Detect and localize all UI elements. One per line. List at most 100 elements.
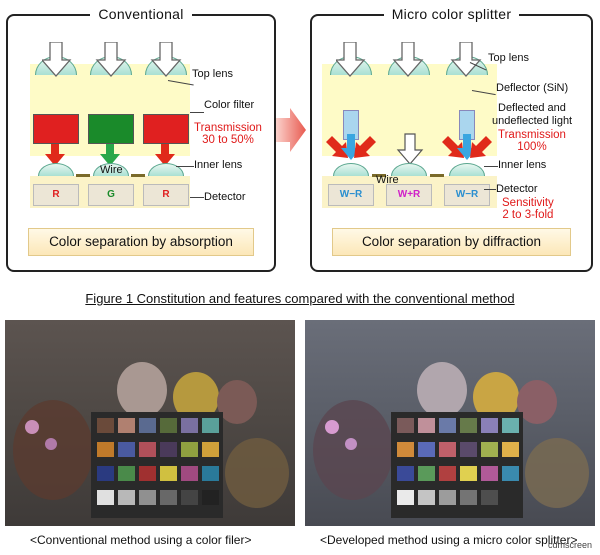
- color-checker-patch: [481, 466, 498, 481]
- color-checker-patch: [439, 490, 456, 505]
- color-checker-patch: [181, 442, 198, 457]
- color-filter-label: Color filter: [204, 99, 255, 111]
- color-checker-patch: [397, 490, 414, 505]
- leader-line: [484, 166, 498, 167]
- flower-pot-shape: [225, 438, 289, 508]
- transmission-value: 30 to 50%: [202, 134, 254, 146]
- color-checker-patch: [502, 466, 519, 481]
- detector-label: Detector: [496, 183, 538, 195]
- color-checker-patch: [97, 466, 114, 481]
- color-checker-patch: [481, 490, 498, 505]
- doll-toy-shape: [117, 362, 167, 418]
- color-checker-patch: [160, 418, 177, 433]
- absorption-caption: Color separation by absorption: [28, 228, 254, 256]
- color-checker-patch: [481, 442, 498, 457]
- detector-label: Detector: [204, 191, 246, 203]
- transmission-title: Transmission: [498, 129, 566, 141]
- conventional-photo-caption: <Conventional method using a color filer…: [30, 533, 252, 547]
- color-checker-patch: [460, 418, 477, 433]
- color-checker-patch: [502, 418, 519, 433]
- conventional-diagram: R G R: [30, 42, 190, 208]
- conventional-title: Conventional: [90, 6, 192, 22]
- color-checker-patch: [460, 442, 477, 457]
- color-checker-patch: [202, 466, 219, 481]
- color-checker-patch: [97, 418, 114, 433]
- inner-lens-label: Inner lens: [194, 159, 243, 171]
- color-checker-board: [91, 412, 223, 518]
- color-checker-patch: [97, 442, 114, 457]
- micro-splitter-title-wrap: Micro color splitter: [312, 6, 591, 24]
- filtered-light-arrows: [45, 144, 175, 166]
- color-checker-patch: [418, 490, 435, 505]
- color-checker-patch: [439, 466, 456, 481]
- color-checker-patch: [202, 490, 219, 505]
- micro-splitter-panel: Micro color splitter: [310, 6, 593, 272]
- incoming-light-arrows: [42, 42, 182, 77]
- flower-shape: [345, 438, 357, 450]
- color-checker-patch: [139, 418, 156, 433]
- green-color-filter: [88, 114, 134, 144]
- detector-cell-r: R: [143, 184, 189, 206]
- flower-shape: [325, 420, 339, 434]
- wire-label: Wire: [376, 174, 399, 186]
- conventional-method-photo: [5, 320, 295, 526]
- sensitivity-label: Sensitivity 2 to 3-fold: [502, 197, 554, 221]
- wire-shape: [430, 174, 444, 177]
- incoming-light-arrows: [336, 42, 482, 77]
- color-checker-patch: [181, 418, 198, 433]
- transmission-value: 100%: [517, 141, 547, 153]
- clown-toy-shape: [217, 380, 257, 424]
- deflected-light-label-2: undeflected light: [492, 115, 573, 127]
- color-checker-patch: [181, 466, 198, 481]
- detector-cell-g: G: [88, 184, 134, 206]
- flower-shape: [25, 420, 39, 434]
- transmission-title: Transmission: [194, 122, 262, 134]
- red-color-filter: [143, 114, 189, 144]
- color-checker-patch: [118, 466, 135, 481]
- top-lens-label: Top lens: [488, 52, 529, 64]
- color-checker-patch: [397, 442, 414, 457]
- color-checker-patch: [418, 466, 435, 481]
- leader-line: [190, 112, 204, 113]
- detector-cell-w-minus-r: W−R: [328, 184, 374, 206]
- color-checker-patch: [139, 442, 156, 457]
- flower-basket-shape: [313, 400, 393, 500]
- color-checker-patch: [202, 418, 219, 433]
- color-checker-patch: [139, 490, 156, 505]
- color-checker-patch: [160, 442, 177, 457]
- wire-label: Wire: [100, 164, 123, 176]
- deflected-light-label-1: Deflected and: [498, 102, 566, 114]
- doll-toy-shape: [417, 362, 467, 418]
- leader-line: [176, 166, 194, 167]
- color-checker-patch: [397, 418, 414, 433]
- color-checker-patch: [118, 418, 135, 433]
- figure-caption: Figure 1 Constitution and features compa…: [85, 291, 515, 306]
- color-checker-patch: [460, 466, 477, 481]
- leader-line: [190, 197, 204, 198]
- color-checker-patch: [97, 490, 114, 505]
- color-checker-patch: [418, 442, 435, 457]
- color-checker-patch: [397, 466, 414, 481]
- color-checker-patch: [502, 442, 519, 457]
- flower-basket-shape: [13, 400, 93, 500]
- detector-cell-w-minus-r: W−R: [444, 184, 490, 206]
- detector-cell-r: R: [33, 184, 79, 206]
- color-checker-patch: [460, 490, 477, 505]
- wire-shape: [131, 174, 145, 177]
- red-color-filter: [33, 114, 79, 144]
- micro-splitter-method-photo: [305, 320, 595, 526]
- color-checker-patch: [481, 418, 498, 433]
- split-light-arrows: [326, 133, 492, 165]
- micro-splitter-title: Micro color splitter: [383, 6, 520, 22]
- transmission-label: Transmission 30 to 50%: [194, 122, 262, 146]
- color-checker-patch: [118, 490, 135, 505]
- color-checker-patch: [502, 490, 519, 505]
- color-checker-patch: [439, 418, 456, 433]
- flower-shape: [45, 438, 57, 450]
- micro-splitter-photo-caption: <Developed method using a micro color sp…: [320, 533, 578, 547]
- watermark-text: cdmscreen: [547, 540, 592, 550]
- conventional-panel: Conventional R G R Top: [6, 6, 276, 272]
- diffraction-caption: Color separation by diffraction: [332, 228, 571, 256]
- flower-pot-shape: [525, 438, 589, 508]
- micro-splitter-diagram: W−R W+R W−R: [322, 42, 497, 208]
